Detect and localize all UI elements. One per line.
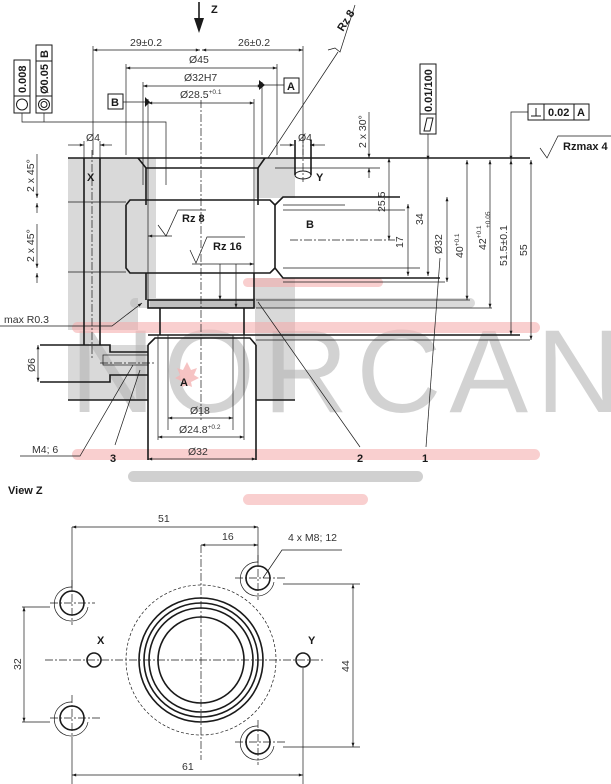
bottom-dimensions: Ø18 Ø24.8+0.2 Ø32	[148, 335, 256, 461]
view-z-port-y: Y	[308, 635, 316, 647]
svg-text:55: 55	[518, 244, 530, 256]
flatness-frame: 0.01/100	[419, 63, 437, 160]
svg-text:40+0.1: 40+0.1	[454, 233, 466, 258]
item-numbers: 3 2 1	[110, 257, 441, 465]
svg-text:2 x 45°: 2 x 45°	[25, 159, 37, 192]
svg-text:Rz 8: Rz 8	[182, 213, 205, 225]
svg-text:Ø4: Ø4	[298, 132, 312, 144]
svg-text:A: A	[287, 81, 295, 93]
svg-text:Ø18: Ø18	[190, 405, 210, 417]
svg-text:max R0.3: max R0.3	[4, 314, 49, 326]
bolt-hole-top-right	[235, 555, 285, 600]
svg-text:29±0.2: 29±0.2	[130, 37, 162, 49]
view-z-title: View Z	[8, 485, 43, 497]
svg-text:Ø24.8+0.2: Ø24.8+0.2	[179, 424, 221, 436]
svg-text:Ø0.05: Ø0.05	[39, 64, 51, 94]
svg-text:16: 16	[222, 531, 234, 543]
svg-text:25.5: 25.5	[376, 191, 388, 212]
surface-finish-rz8-inner: Rz 8	[148, 209, 206, 238]
svg-text:2 x 45°: 2 x 45°	[25, 229, 37, 262]
section-outline	[40, 100, 530, 460]
bolt-hole-top-left	[50, 580, 95, 625]
bolt-hole-bottom-left	[50, 695, 100, 740]
svg-text:B: B	[111, 97, 119, 109]
item-number-2: 2	[357, 453, 363, 465]
svg-text:0.008: 0.008	[17, 65, 29, 93]
svg-text:Ø45: Ø45	[189, 54, 209, 66]
svg-text:Ø28.5+0.1: Ø28.5+0.1	[180, 89, 222, 101]
port-label-b: B	[306, 219, 314, 231]
svg-text:32: 32	[12, 658, 24, 670]
svg-text:Ø4: Ø4	[86, 132, 100, 144]
svg-text:Rzmax 4: Rzmax 4	[563, 141, 609, 153]
svg-text:Ø6: Ø6	[26, 358, 38, 372]
svg-text:26±0.2: 26±0.2	[238, 37, 270, 49]
dia6-dim: Ø6	[26, 345, 40, 382]
svg-text:A: A	[577, 107, 585, 119]
right-dimensions: 25.5 17 34 Ø32 40+0.1 42+0.1 +0.05 51.5±…	[376, 158, 533, 340]
svg-text:0.01/100: 0.01/100	[423, 69, 435, 112]
datum-b-box: B	[107, 93, 150, 110]
svg-text:51.5±0.1: 51.5±0.1	[498, 225, 510, 266]
port-label-x: X	[87, 172, 95, 184]
surface-finish-rz8-top: Rz 8	[267, 4, 358, 159]
svg-text:Ø32: Ø32	[188, 446, 208, 458]
item-number-3: 3	[110, 453, 116, 465]
bolt-hole-bottom-right	[235, 720, 285, 765]
svg-text:0.02: 0.02	[548, 107, 569, 119]
svg-text:51: 51	[158, 513, 170, 525]
view-arrow-z: Z	[194, 2, 218, 33]
frame-leader	[21, 113, 167, 185]
svg-text:Rz 8: Rz 8	[335, 8, 357, 34]
svg-text:4 x M8; 12: 4 x M8; 12	[288, 532, 337, 544]
chamfer-2x30: 2 x 30°	[357, 112, 371, 178]
max-radius-note: max R0.3	[0, 302, 143, 327]
concentricity-frame: B Ø0.05	[35, 44, 53, 114]
svg-text:17: 17	[394, 236, 406, 248]
svg-text:61: 61	[182, 761, 194, 773]
svg-text:2 x 30°: 2 x 30°	[357, 115, 369, 148]
svg-text:44: 44	[340, 660, 352, 672]
maple-leaf-icon	[175, 362, 199, 387]
port-label-y: Y	[316, 172, 324, 184]
svg-text:+0.05: +0.05	[485, 211, 492, 228]
port-label-a: A	[180, 377, 188, 389]
thread-note-m4: M4; 6	[20, 364, 141, 457]
circularity-frame: 0.008	[13, 59, 31, 114]
svg-text:Ø32: Ø32	[433, 234, 445, 254]
view-z-port-x: X	[97, 635, 105, 647]
datum-a-box: A	[258, 77, 300, 94]
surface-finish-rz16: Rz 16	[189, 236, 254, 308]
svg-text:Z: Z	[211, 4, 218, 16]
svg-text:34: 34	[414, 213, 426, 225]
chamfer-2x45-left: 2 x 45° 2 x 45°	[25, 154, 39, 283]
svg-text:42+0.1: 42+0.1	[476, 225, 489, 250]
surface-finish-rzmax4: Rzmax 4	[539, 135, 611, 159]
view-z-drawing: X Y 51 16 4 x M8; 12	[12, 513, 360, 784]
svg-text:M4; 6: M4; 6	[32, 444, 58, 456]
perpendicularity-frame: 0.02 A	[509, 103, 590, 160]
item-number-1: 1	[422, 453, 428, 465]
svg-text:B: B	[39, 50, 51, 58]
svg-text:Ø32H7: Ø32H7	[184, 72, 217, 84]
svg-text:Rz 16: Rz 16	[213, 241, 242, 253]
watermark: NORCAN	[70, 278, 611, 505]
